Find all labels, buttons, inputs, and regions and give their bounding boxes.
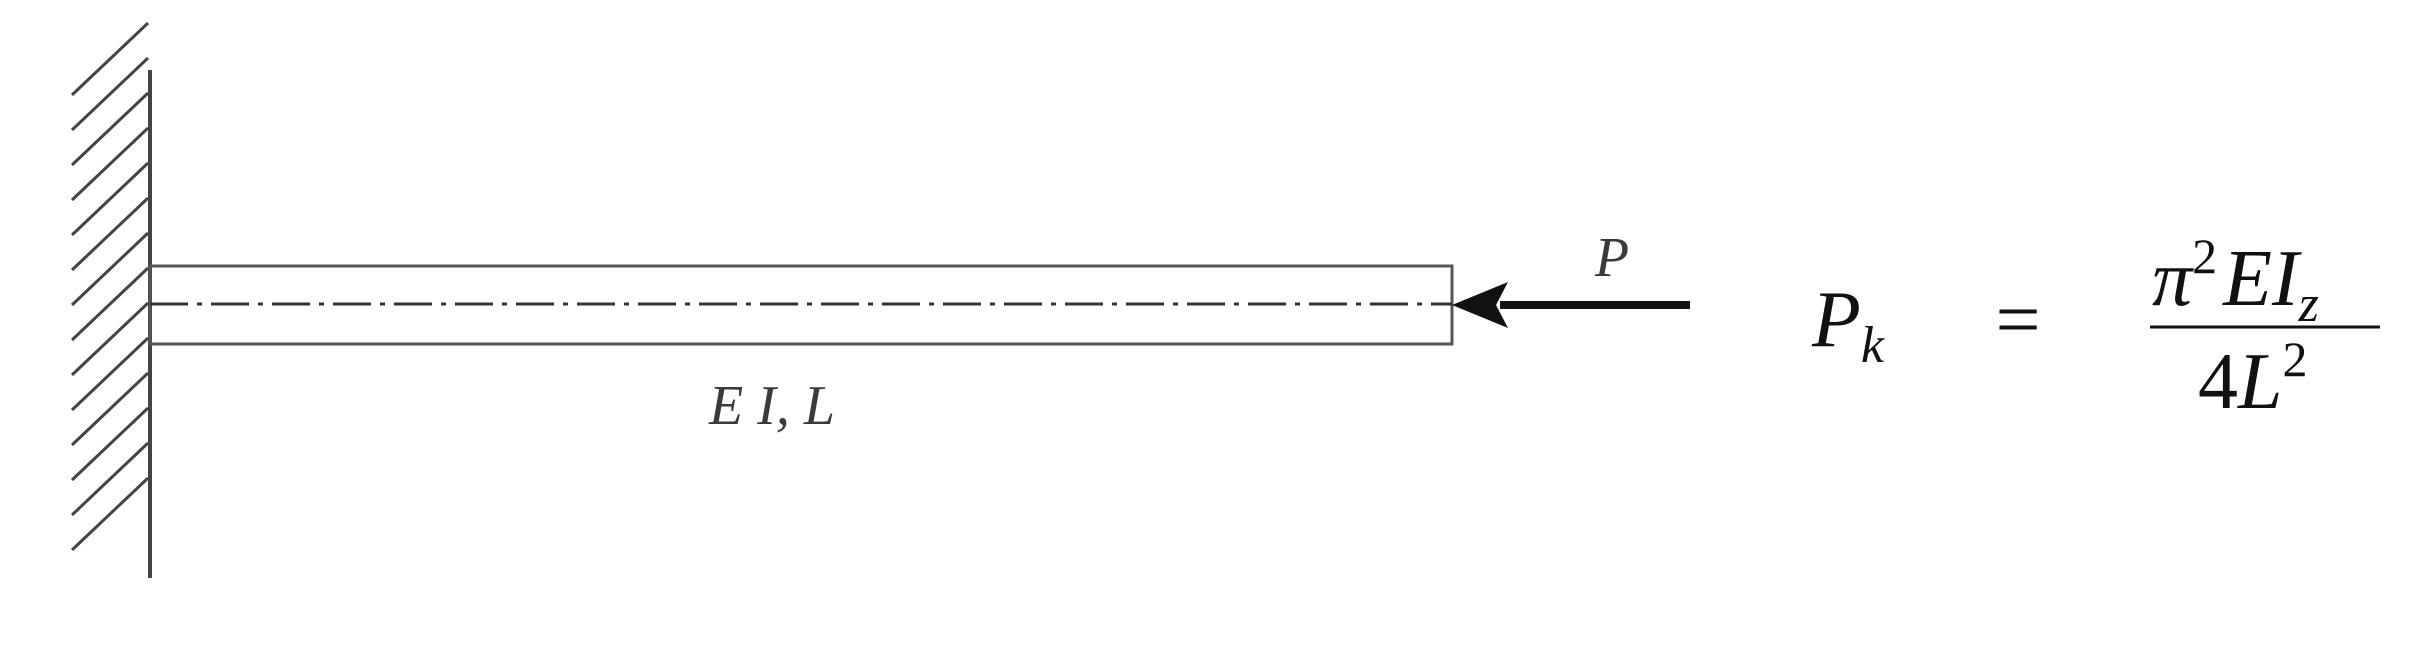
formula-equals: = bbox=[1995, 276, 2040, 364]
formula-lhs: Pk bbox=[1811, 276, 1885, 374]
hatch-line bbox=[70, 266, 150, 342]
numerator-pi-exponent: 2 bbox=[2192, 228, 2217, 284]
formula-numerator: π2EIz bbox=[2152, 228, 2319, 333]
denominator-l-exponent: 2 bbox=[2283, 331, 2308, 387]
wall-hatching bbox=[70, 21, 150, 552]
hatch-line bbox=[70, 441, 150, 517]
buckling-formula: Pk = π2EIz 4L2 bbox=[1811, 228, 2380, 426]
denominator-l: L bbox=[2237, 338, 2283, 426]
numerator-pi: π bbox=[2152, 235, 2194, 323]
numerator-i-subscript: z bbox=[2298, 276, 2319, 333]
load-arrow: P bbox=[1452, 227, 1690, 328]
numerator-e: E bbox=[2222, 235, 2272, 323]
hatch-line bbox=[70, 406, 150, 482]
hatch-line bbox=[70, 21, 150, 97]
beam-property-label: E I, L bbox=[708, 375, 835, 437]
hatch-line bbox=[70, 336, 150, 412]
hatch-line bbox=[70, 161, 150, 237]
denominator-coefficient: 4 bbox=[2198, 338, 2238, 426]
hatch-line bbox=[70, 301, 150, 377]
formula-denominator: 4L2 bbox=[2198, 331, 2308, 426]
lhs-symbol: P bbox=[1811, 276, 1861, 364]
hatch-line bbox=[70, 91, 150, 167]
arrow-head bbox=[1452, 282, 1508, 328]
hatch-line bbox=[70, 476, 150, 552]
hatch-line bbox=[70, 231, 150, 307]
beam: E I, L bbox=[148, 264, 1454, 437]
hatch-line bbox=[70, 126, 150, 202]
hatch-line bbox=[70, 371, 150, 447]
numerator-i: I bbox=[2271, 235, 2302, 323]
fixed-support bbox=[70, 21, 152, 578]
hatch-line bbox=[70, 56, 150, 132]
lhs-subscript: k bbox=[1861, 317, 1885, 374]
load-label: P bbox=[1594, 227, 1629, 289]
hatch-line bbox=[70, 196, 150, 272]
